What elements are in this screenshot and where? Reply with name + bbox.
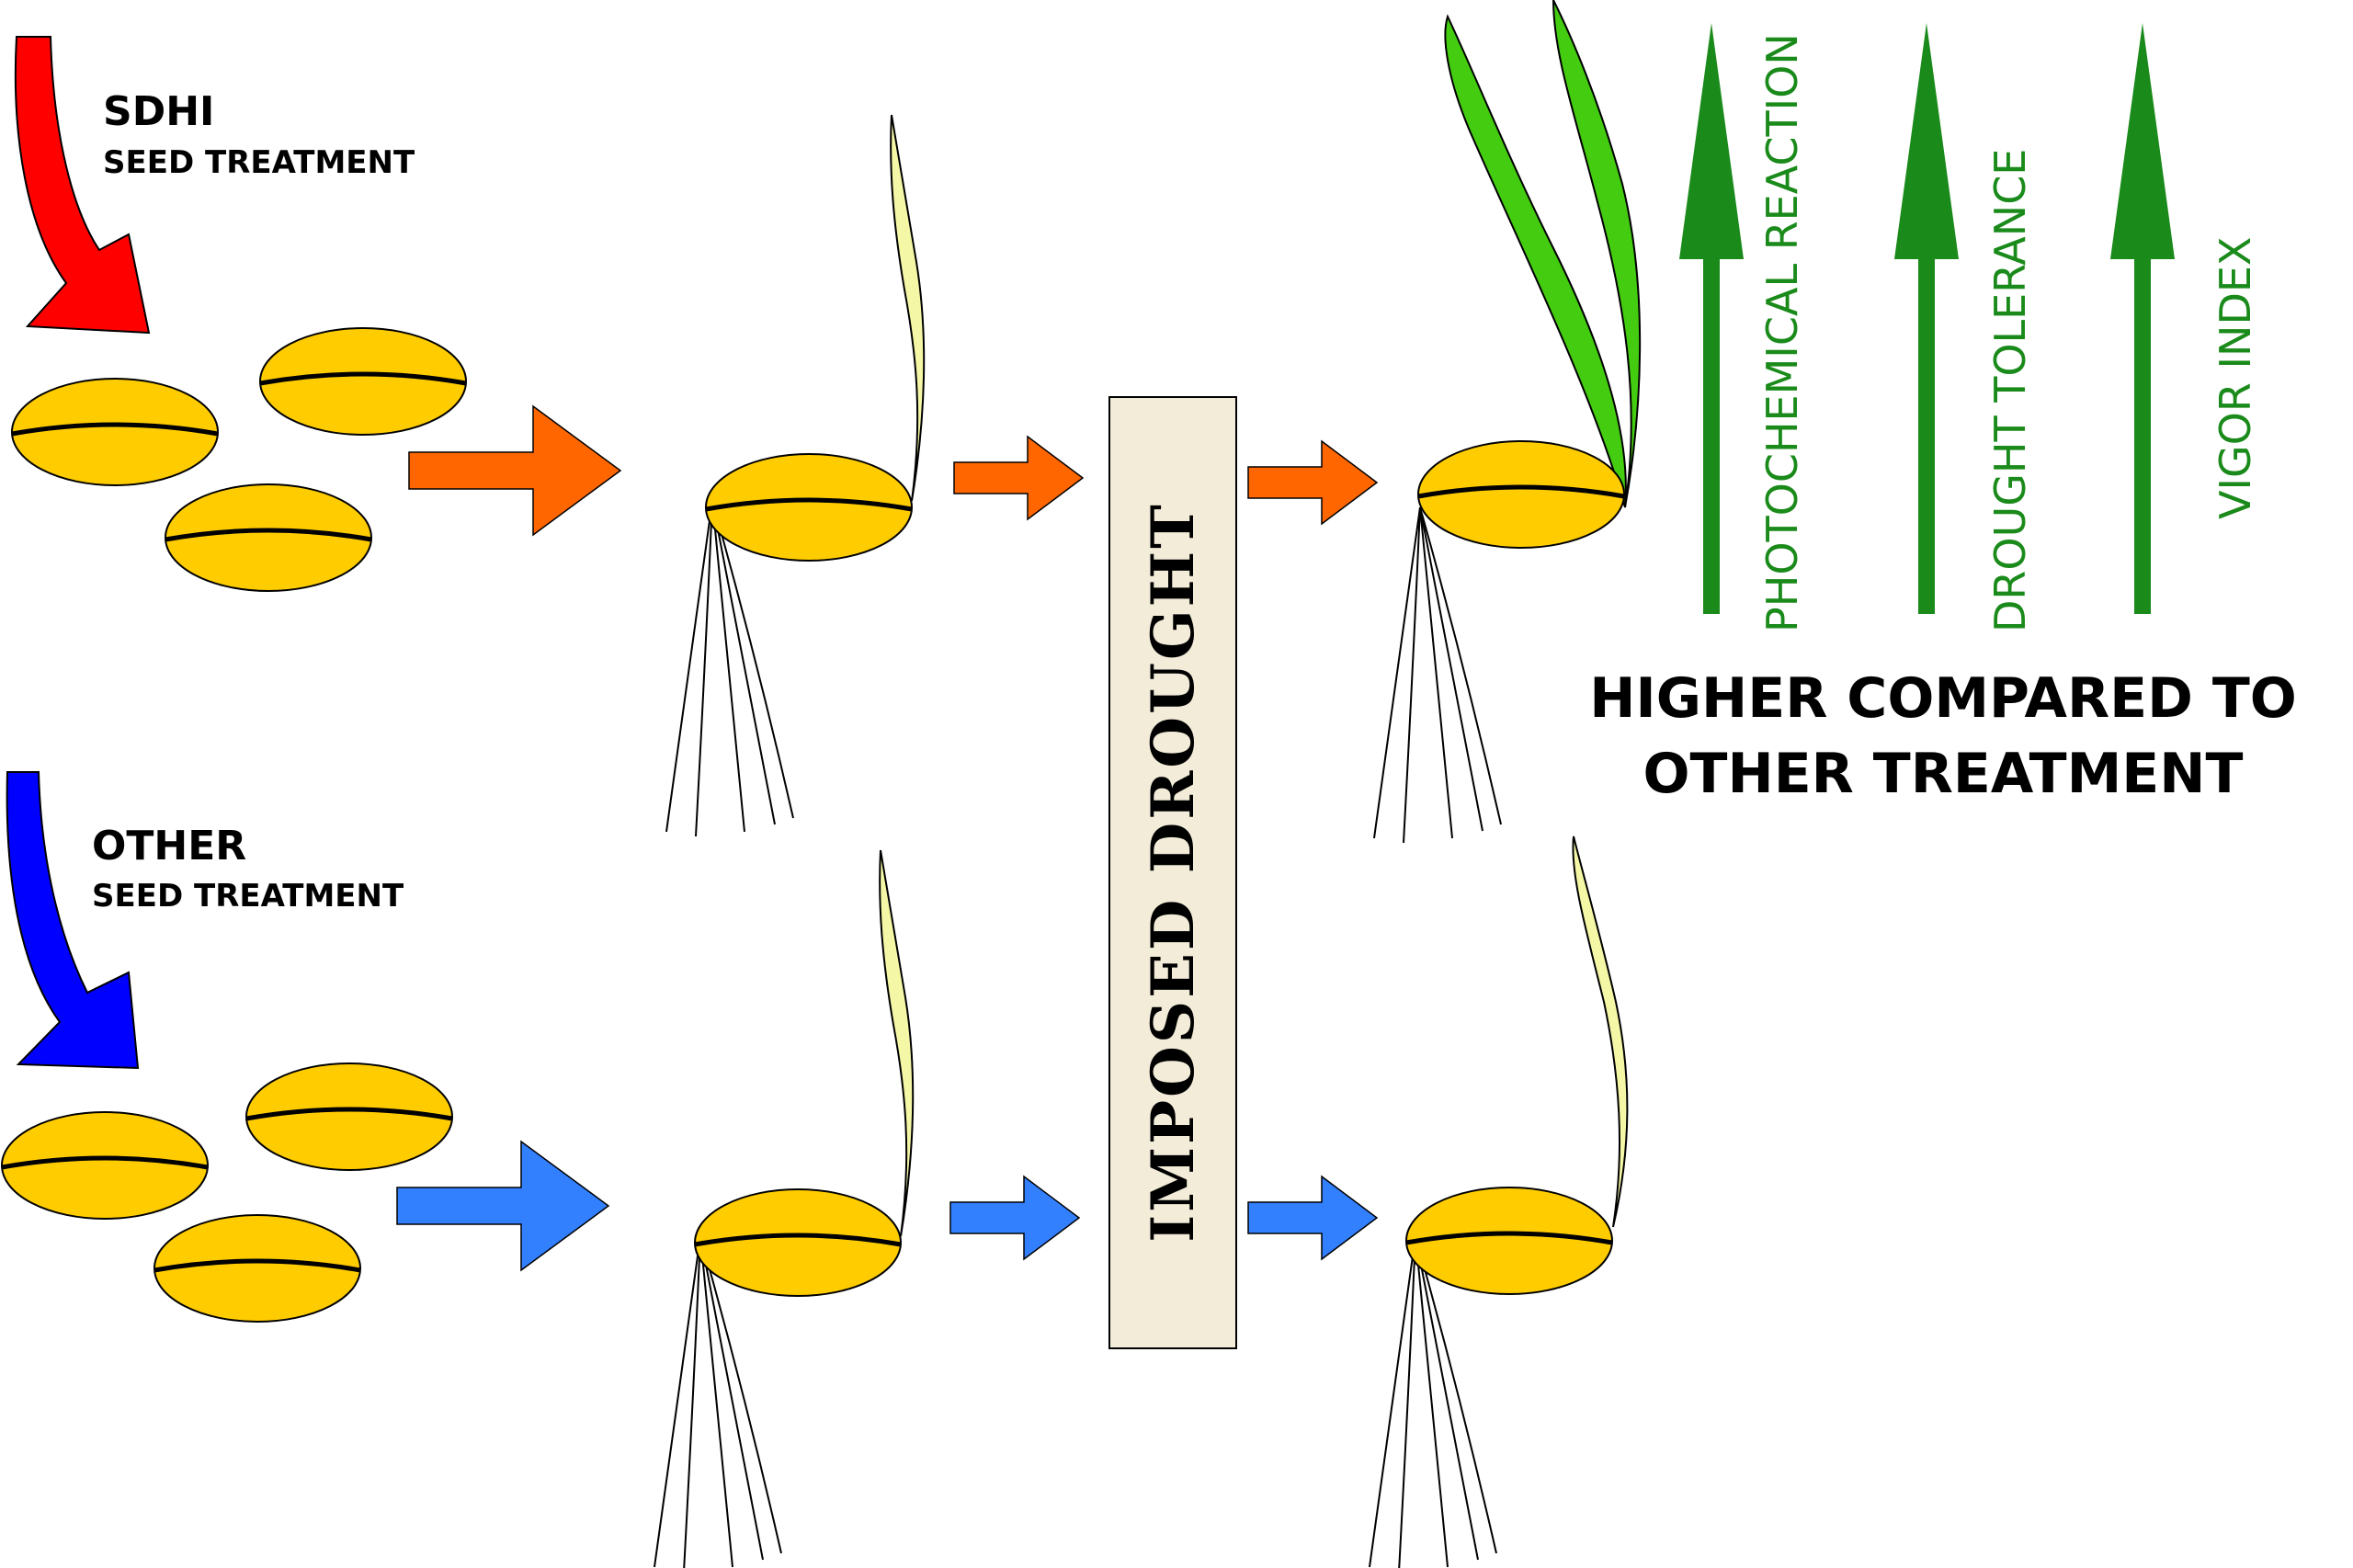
sdhi-group-label: SDHI SEED TREATMENT [103, 88, 415, 181]
other-subtitle: SEED TREATMENT [92, 878, 404, 915]
flow-arrow-bottom-3 [1247, 1176, 1378, 1260]
other-seeds [2, 1063, 452, 1322]
seedling-top-after-drought [1373, 0, 1642, 844]
other-title: OTHER [92, 823, 246, 869]
flow-arrow-bottom-2 [949, 1176, 1080, 1260]
indicator-label: VIGOR INDEX [2211, 237, 2260, 519]
seed [246, 1063, 452, 1170]
sdhi-seeds [12, 328, 466, 591]
germinating-seed-top [665, 114, 926, 837]
sdhi-curved-arrow [14, 36, 151, 335]
indicator-drought-tolerance: DROUGHT TOLERANCE [1894, 23, 2035, 632]
result-caption: HIGHER COMPARED TO OTHER TREATMENT [1589, 666, 2297, 806]
pale-shoot [890, 114, 926, 502]
pale-shoot [1572, 835, 1629, 1228]
result-line-1: HIGHER COMPARED TO [1589, 666, 2297, 731]
drought-label: IMPOSED DROUGHT [1139, 502, 1208, 1242]
other-group-label: OTHER SEED TREATMENT [92, 823, 404, 915]
seedling-bottom-after-drought [1369, 835, 1629, 1568]
sdhi-title: SDHI [103, 88, 214, 135]
indicator-label: DROUGHT TOLERANCE [1985, 149, 2035, 632]
flow-arrow-top-2 [953, 436, 1084, 520]
flow-arrow-top-3 [1247, 440, 1378, 525]
seed [1418, 441, 1624, 548]
seed [165, 484, 371, 591]
indicator-photochemical: PHOTOCHEMICAL REACTION [1679, 23, 1807, 632]
seed [154, 1215, 360, 1322]
green-leaf [1444, 14, 1627, 508]
germinating-seed-bottom [654, 849, 915, 1568]
flow-arrow-top-1 [408, 405, 621, 536]
pale-shoot [879, 849, 915, 1237]
seed [12, 379, 218, 485]
imposed-drought-box: IMPOSED DROUGHT [1108, 396, 1237, 1349]
sdhi-subtitle: SEED TREATMENT [103, 144, 415, 181]
result-line-2: OTHER TREATMENT [1643, 742, 2244, 806]
seed [260, 328, 466, 435]
seed [1406, 1187, 1612, 1294]
seed [2, 1112, 208, 1219]
flow-arrow-bottom-1 [396, 1141, 609, 1271]
seed [695, 1189, 901, 1296]
other-curved-arrow [6, 771, 140, 1070]
indicator-vigor-index: VIGOR INDEX [2110, 23, 2260, 614]
indicator-label: PHOTOCHEMICAL REACTION [1757, 33, 1807, 632]
green-leaf [1552, 0, 1642, 508]
seed [706, 454, 912, 561]
roots [1373, 506, 1502, 844]
